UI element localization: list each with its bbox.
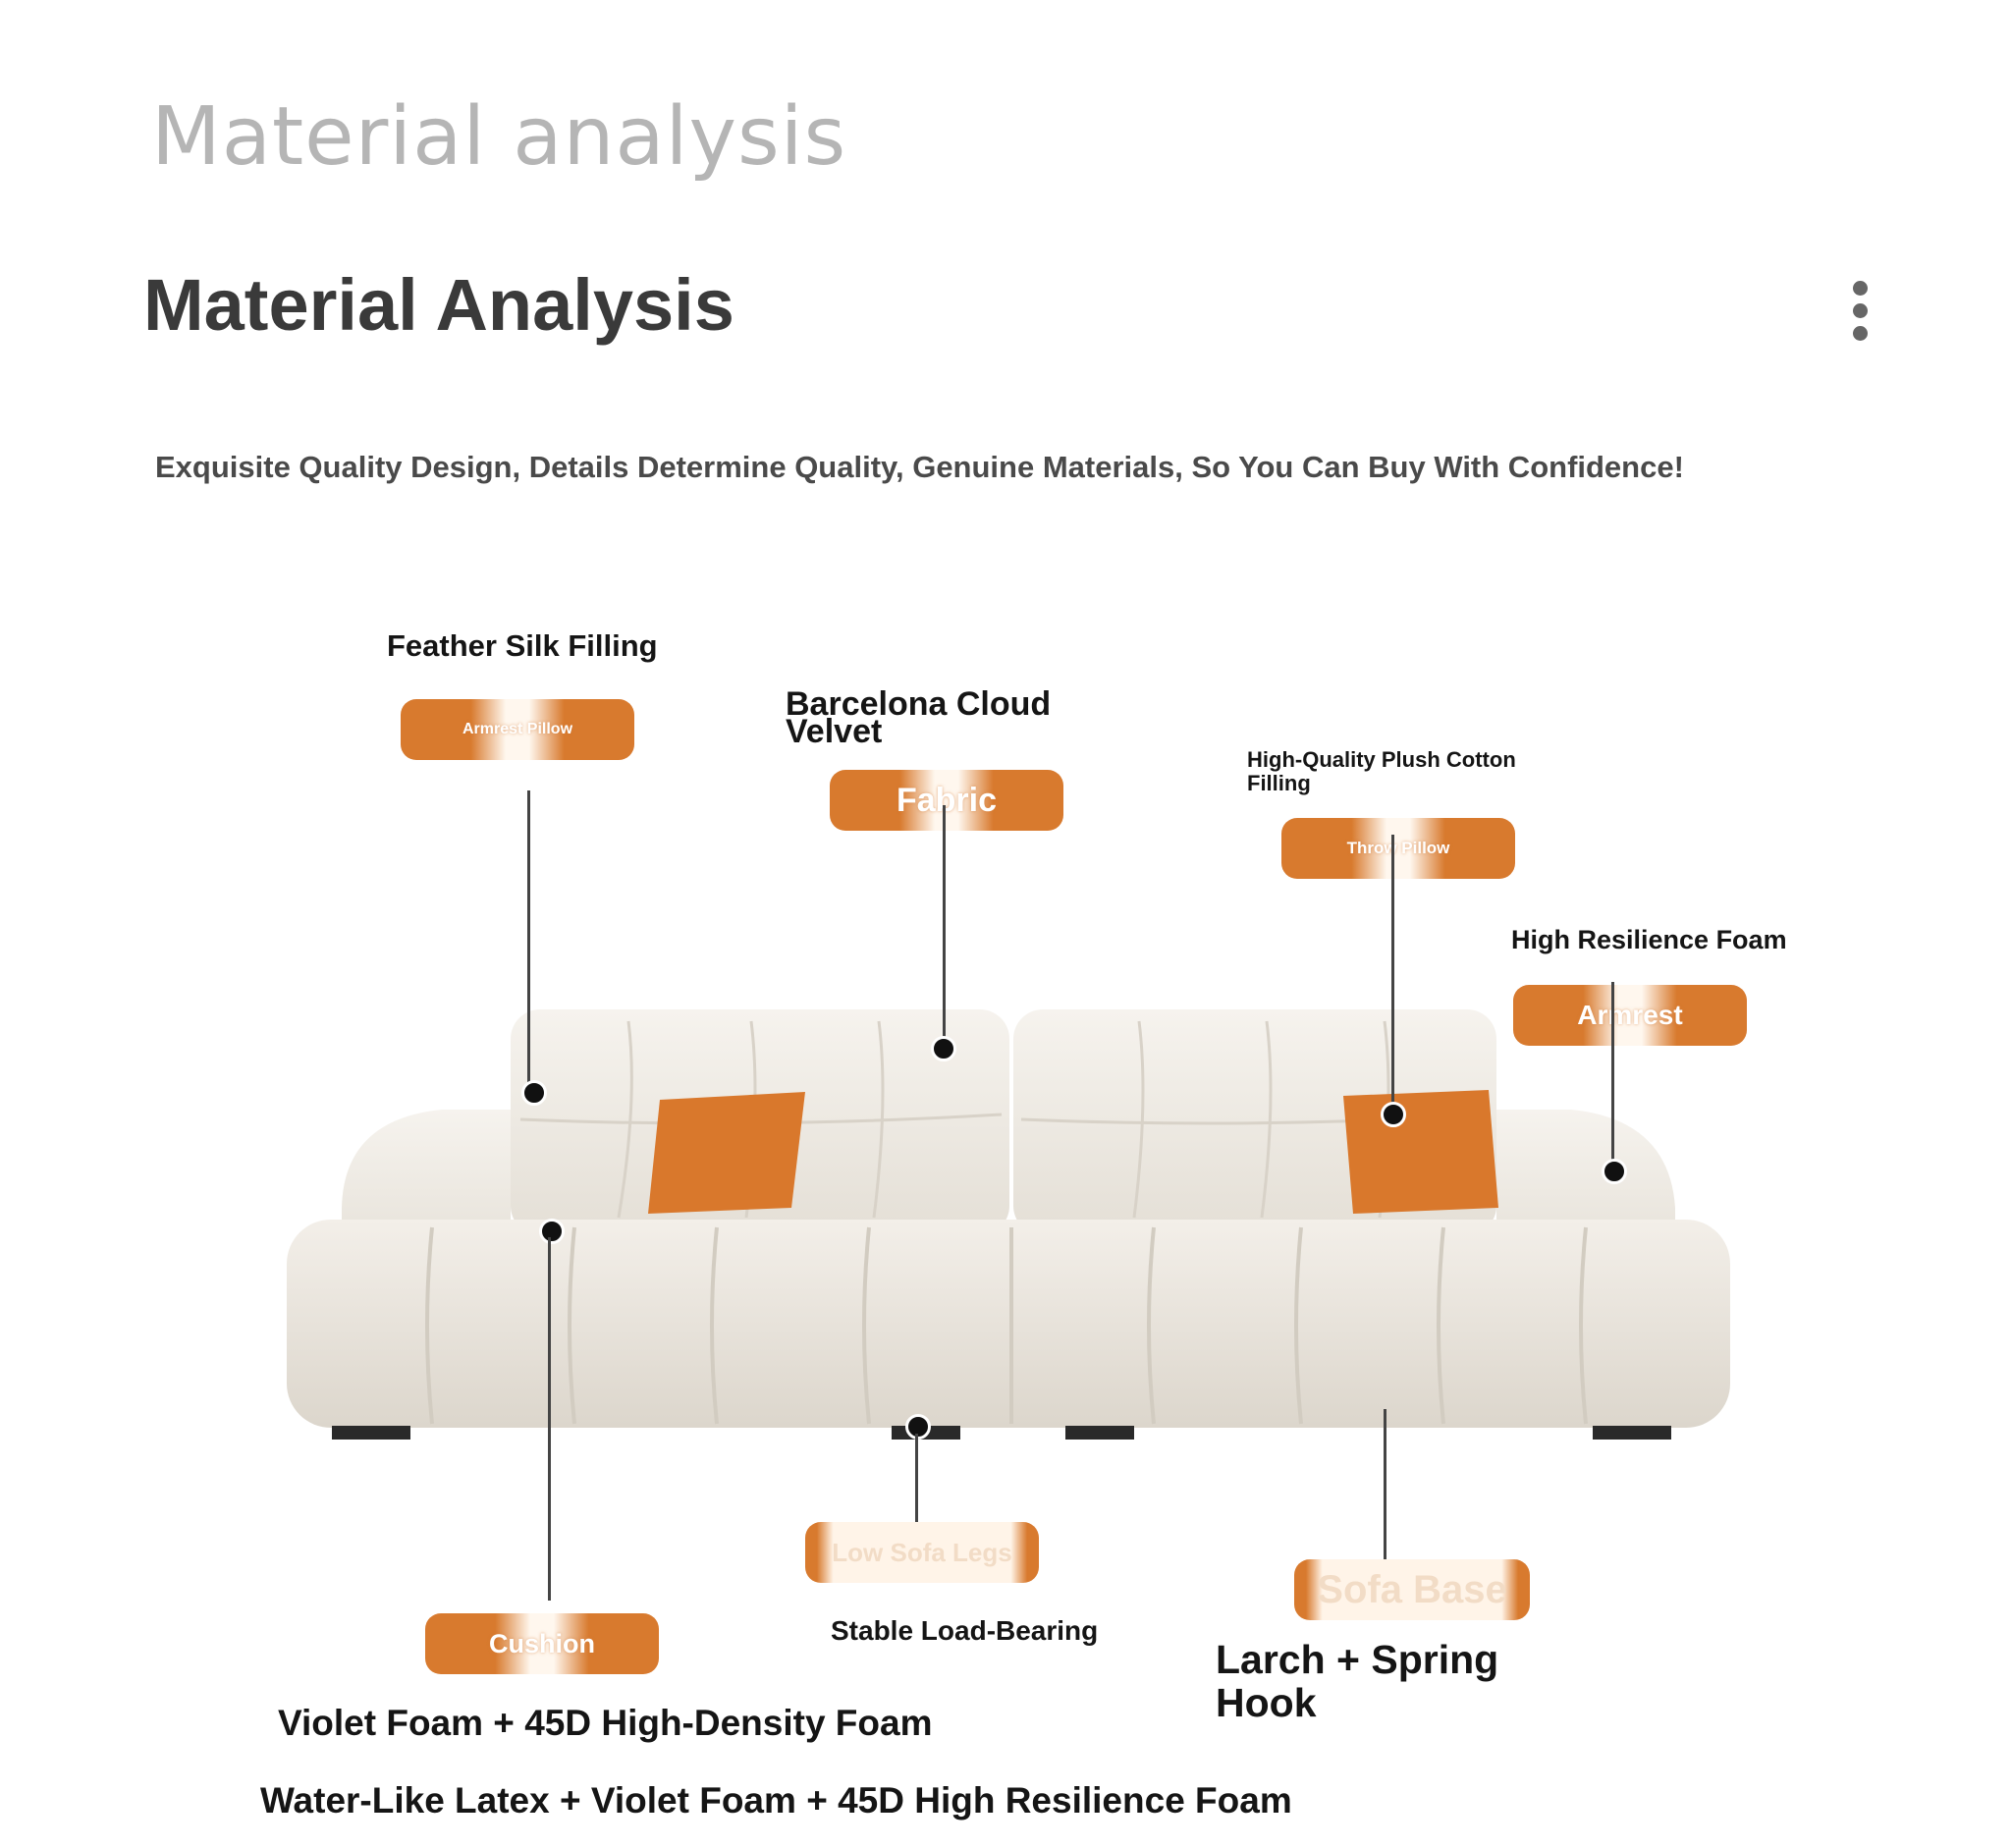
pill-armrest-pillow: Armrest Pillow [401,699,634,760]
pointer-dot [1381,1102,1406,1127]
label-feather-silk-filling: Feather Silk Filling [387,628,658,663]
pointer-dot [539,1219,565,1244]
pointer-line [915,1434,918,1542]
pointer-line [1391,835,1394,1110]
pill-sofa-base: Sofa Base [1294,1559,1530,1620]
pointer-dot [521,1080,547,1106]
pill-armrest: Armrest [1513,985,1747,1046]
kebab-menu-icon[interactable] [1844,281,1875,344]
throw-pillow-left [648,1092,805,1214]
label-cushion-material-2: Water-Like Latex + Violet Foam + 45D Hig… [260,1780,1292,1821]
sofa-leg [332,1426,410,1440]
pointer-line [527,790,530,1090]
pill-fabric: Fabric [830,770,1063,831]
pill-throw-pillow: Throw Pillow [1281,818,1515,879]
pointer-line [548,1237,551,1601]
label-larch-spring-hook: Larch + Spring Hook [1216,1637,1499,1725]
page-title: Material Analysis [143,264,734,346]
sofa-leg [1065,1426,1134,1440]
label-high-resilience-foam: High Resilience Foam [1511,925,1787,954]
label-stable-load-bearing: Stable Load-Bearing [831,1615,1099,1646]
throw-pillow-right [1343,1090,1498,1214]
pointer-dot [905,1414,931,1440]
pointer-line [1384,1409,1386,1581]
label-cushion-material: Violet Foam + 45D High-Density Foam [278,1703,933,1743]
label-barcelona-cloud-velvet: Barcelona Cloud Velvet [786,685,1052,750]
tagline: Exquisite Quality Design, Details Determ… [155,450,1684,484]
ghost-title: Material analysis [151,90,847,184]
pill-low-sofa-legs: Low Sofa Legs [805,1522,1039,1583]
pointer-dot [1602,1159,1627,1184]
pointer-dot [931,1036,956,1061]
sofa-leg [1593,1426,1671,1440]
seat-base [287,1220,1730,1428]
pointer-line [943,805,946,1041]
pill-cushion: Cushion [425,1613,659,1674]
label-plush-cotton-filling: High-Quality Plush Cotton Filling [1247,747,1516,795]
pointer-line [1611,982,1614,1164]
